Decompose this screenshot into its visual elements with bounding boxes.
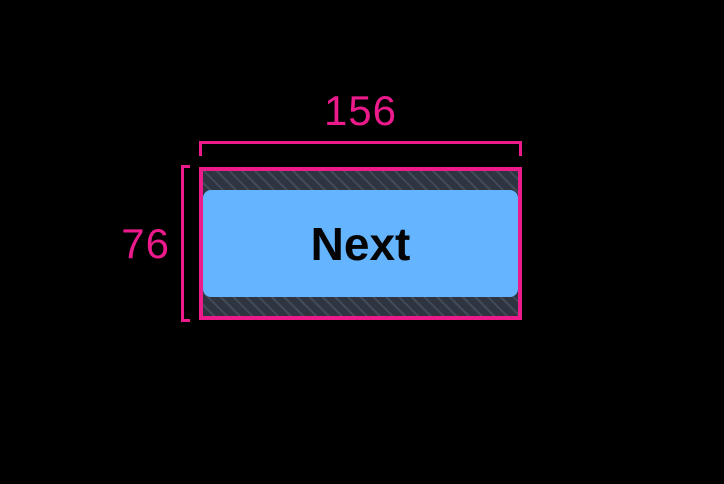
element-bounding-box: Next — [199, 167, 522, 320]
padding-hatch-top — [203, 171, 518, 194]
next-button-label: Next — [310, 217, 411, 270]
height-measurement-label: 76 — [121, 219, 170, 267]
next-button[interactable]: Next — [203, 190, 518, 297]
height-dimension-bracket — [181, 165, 190, 322]
height-dimension-annotation: 76 — [110, 165, 190, 322]
width-dimension-annotation: 156 — [199, 88, 522, 156]
width-dimension-bracket — [199, 141, 522, 156]
padding-hatch-bottom — [203, 293, 518, 316]
width-measurement-label: 156 — [323, 87, 398, 134]
